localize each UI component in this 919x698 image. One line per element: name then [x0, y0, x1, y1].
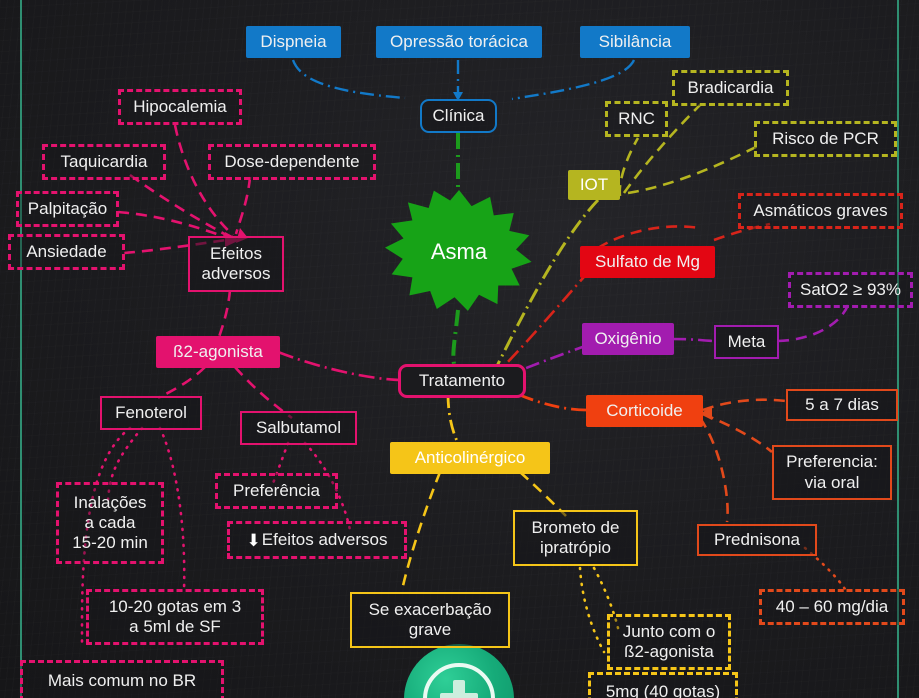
node-fenoterol[interactable]: Fenoterol — [100, 396, 202, 430]
node-b2-agonista-label: ß2-agonista — [173, 341, 263, 361]
node-dispneia-label: Dispneia — [260, 31, 327, 51]
node-anticolinergico-label: Anticolinérgico — [414, 447, 526, 467]
node-iot-label: IOT — [579, 174, 609, 194]
node-opressao-toracica-label: Opressão torácica — [390, 31, 528, 51]
node-palpitacao[interactable]: Palpitação — [16, 191, 119, 227]
node-sibilancia[interactable]: Sibilância — [580, 26, 690, 58]
node-efeitos-adversos-label: Efeitos adversos — [201, 243, 271, 283]
node-5mg-40-gotas-label: 5mg (40 gotas) — [605, 681, 721, 698]
node-rnc[interactable]: RNC — [605, 101, 668, 137]
node-sulfato-de-mg[interactable]: Sulfato de Mg — [580, 246, 715, 278]
node-ansiedade-label: Ansiedade — [26, 241, 107, 261]
frame-border-right — [897, 0, 899, 698]
node-taquicardia[interactable]: Taquicardia — [42, 144, 166, 180]
node-sulfato-de-mg-label: Sulfato de Mg — [595, 251, 700, 271]
center-node-asma[interactable]: Asma — [385, 190, 532, 311]
node-bradicardia-label: Bradicardia — [687, 77, 774, 97]
node-bromleto-ipratropio-label: Brometo de ipratrópio — [531, 517, 620, 557]
node-dispneia[interactable]: Dispneia — [246, 26, 341, 58]
node-fenoterol-label: Fenoterol — [115, 402, 187, 422]
node-b2-agonista[interactable]: ß2-agonista — [156, 336, 280, 368]
node-risco-de-pcr-label: Risco de PCR — [772, 128, 879, 148]
logo-ring — [423, 663, 495, 698]
node-corticoide-label: Corticoide — [606, 400, 683, 420]
node-rnc-label: RNC — [618, 108, 655, 128]
node-prednisona[interactable]: Prednisona — [697, 524, 817, 556]
node-palpitacao-label: Palpitação — [27, 198, 108, 218]
node-junto-com-b2-label: Junto com o ß2-agonista — [622, 621, 716, 661]
node-40-60-mg-dia[interactable]: 40 – 60 mg/dia — [759, 589, 905, 625]
node-efeitos-adversos[interactable]: Efeitos adversos — [188, 236, 284, 292]
node-salbutamol-label: Salbutamol — [255, 417, 342, 437]
node-efeitos-adversos-salbutamol[interactable]: ⬇ Efeitos adversos — [227, 521, 407, 559]
node-dose-dependente-label: Dose-dependente — [224, 151, 360, 171]
node-5-a-7-dias[interactable]: 5 a 7 dias — [786, 389, 898, 421]
node-hipocalemia[interactable]: Hipocalemia — [118, 89, 242, 125]
node-tratamento-label: Tratamento — [418, 370, 506, 390]
node-bromleto-ipratropio[interactable]: Brometo de ipratrópio — [513, 510, 638, 566]
frame-border-left — [20, 0, 22, 698]
node-gotas-sf-label: 10-20 gotas em 3 a 5ml de SF — [108, 596, 242, 636]
node-preferencia[interactable]: Preferência — [215, 473, 338, 509]
center-node-label: Asma — [430, 239, 488, 264]
node-meta-label: Meta — [727, 331, 766, 351]
node-ansiedade[interactable]: Ansiedade — [8, 234, 125, 270]
node-taquicardia-label: Taquicardia — [60, 151, 148, 171]
node-oxigenio-label: Oxigênio — [594, 328, 662, 348]
node-opressao-toracica[interactable]: Opressão torácica — [376, 26, 542, 58]
node-prednisona-label: Prednisona — [713, 529, 800, 549]
node-mais-comum-br[interactable]: Mais comum no BR — [20, 660, 224, 698]
node-asmaticos-graves[interactable]: Asmáticos graves — [738, 193, 903, 229]
node-sibilancia-label: Sibilância — [598, 31, 672, 51]
node-iot[interactable]: IOT — [568, 170, 620, 200]
node-meta[interactable]: Meta — [714, 325, 779, 359]
node-clinica-label: Clínica — [432, 105, 485, 125]
node-bradicardia[interactable]: Bradicardia — [672, 70, 789, 106]
node-se-exacerbacao-grave-label: Se exacerbação grave — [368, 599, 492, 639]
node-5-a-7-dias-label: 5 a 7 dias — [805, 394, 879, 414]
node-inalacoes[interactable]: Inalações a cada 15-20 min — [56, 482, 164, 564]
node-anticolinergico[interactable]: Anticolinérgico — [390, 442, 550, 474]
brand-logo — [404, 644, 514, 698]
node-efeitos-adversos-salbutamol-label: Efeitos adversos — [261, 529, 388, 549]
node-5mg-40-gotas[interactable]: 5mg (40 gotas) — [588, 672, 738, 698]
node-preferencia-via-oral[interactable]: Preferencia: via oral — [772, 445, 892, 500]
node-clinica[interactable]: Clínica — [420, 99, 497, 133]
arrow-down-icon: ⬇ — [246, 530, 261, 550]
node-sato2-label: SatO2 ≥ 93% — [800, 279, 901, 299]
node-dose-dependente[interactable]: Dose-dependente — [208, 144, 376, 180]
node-corticoide[interactable]: Corticoide — [586, 395, 703, 427]
node-mais-comum-br-label: Mais comum no BR — [47, 670, 197, 690]
node-preferencia-via-oral-label: Preferencia: via oral — [786, 452, 878, 492]
node-tratamento[interactable]: Tratamento — [398, 364, 526, 398]
node-gotas-sf[interactable]: 10-20 gotas em 3 a 5ml de SF — [86, 589, 264, 645]
node-asmaticos-graves-label: Asmáticos graves — [753, 200, 888, 220]
node-risco-de-pcr[interactable]: Risco de PCR — [754, 121, 897, 157]
node-salbutamol[interactable]: Salbutamol — [240, 411, 357, 445]
node-hipocalemia-label: Hipocalemia — [133, 96, 227, 116]
node-junto-com-b2[interactable]: Junto com o ß2-agonista — [607, 614, 731, 670]
node-sato2[interactable]: SatO2 ≥ 93% — [788, 272, 913, 308]
node-40-60-mg-dia-label: 40 – 60 mg/dia — [775, 596, 889, 616]
node-se-exacerbacao-grave[interactable]: Se exacerbação grave — [350, 592, 510, 648]
node-inalacoes-label: Inalações a cada 15-20 min — [72, 492, 148, 553]
node-preferencia-label: Preferência — [233, 480, 320, 500]
node-oxigenio[interactable]: Oxigênio — [582, 323, 674, 355]
medical-cross-icon — [439, 679, 479, 698]
